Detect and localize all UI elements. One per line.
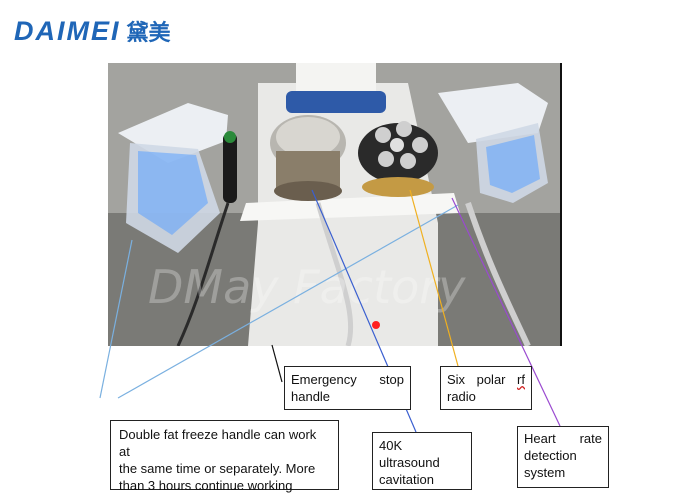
callout-text: Six [447, 372, 466, 387]
logo-chinese-mark: 黛美 [126, 21, 171, 46]
callout-text: Heart [524, 431, 556, 446]
leader-line-emergency [271, 344, 283, 383]
callout-text: ultrasound [379, 455, 440, 470]
callout-text: cavitation [379, 472, 434, 487]
callout-text: rf [517, 372, 525, 387]
callout-emergency-stop: Emergency stop handle [284, 366, 411, 410]
brand-logo: DAIMEI 黛美 [14, 14, 171, 48]
callout-text: detection [524, 448, 577, 463]
machine-illustration: DMay Factory [108, 63, 560, 346]
callout-text: system [524, 465, 566, 480]
callout-text: 40K [379, 438, 403, 453]
callout-text: handle [291, 389, 331, 404]
product-photo: DMay Factory [108, 63, 562, 346]
callout-six-polar-rf: Six polar rf radio [440, 366, 532, 410]
callout-text: the same time or separately. More [119, 461, 316, 476]
callout-text: polar [476, 372, 506, 387]
callout-heart-rate: Heart rate detection system [517, 426, 609, 488]
callout-double-fat-freeze: Double fat freeze handle can work at the… [110, 420, 339, 493]
callout-text: than 3 hours continue working [119, 478, 293, 493]
callout-40k-cavitation: 40K ultrasound cavitation [372, 432, 472, 490]
callout-text: Emergency [291, 372, 357, 387]
logo-wordmark: DAIMEI [14, 15, 121, 46]
watermark-text: DMay Factory [148, 260, 466, 314]
callout-text: rate [579, 431, 602, 446]
callout-text: Double fat freeze handle can work at [119, 427, 317, 459]
callout-text: stop [379, 372, 404, 387]
callout-text: radio [447, 389, 476, 404]
